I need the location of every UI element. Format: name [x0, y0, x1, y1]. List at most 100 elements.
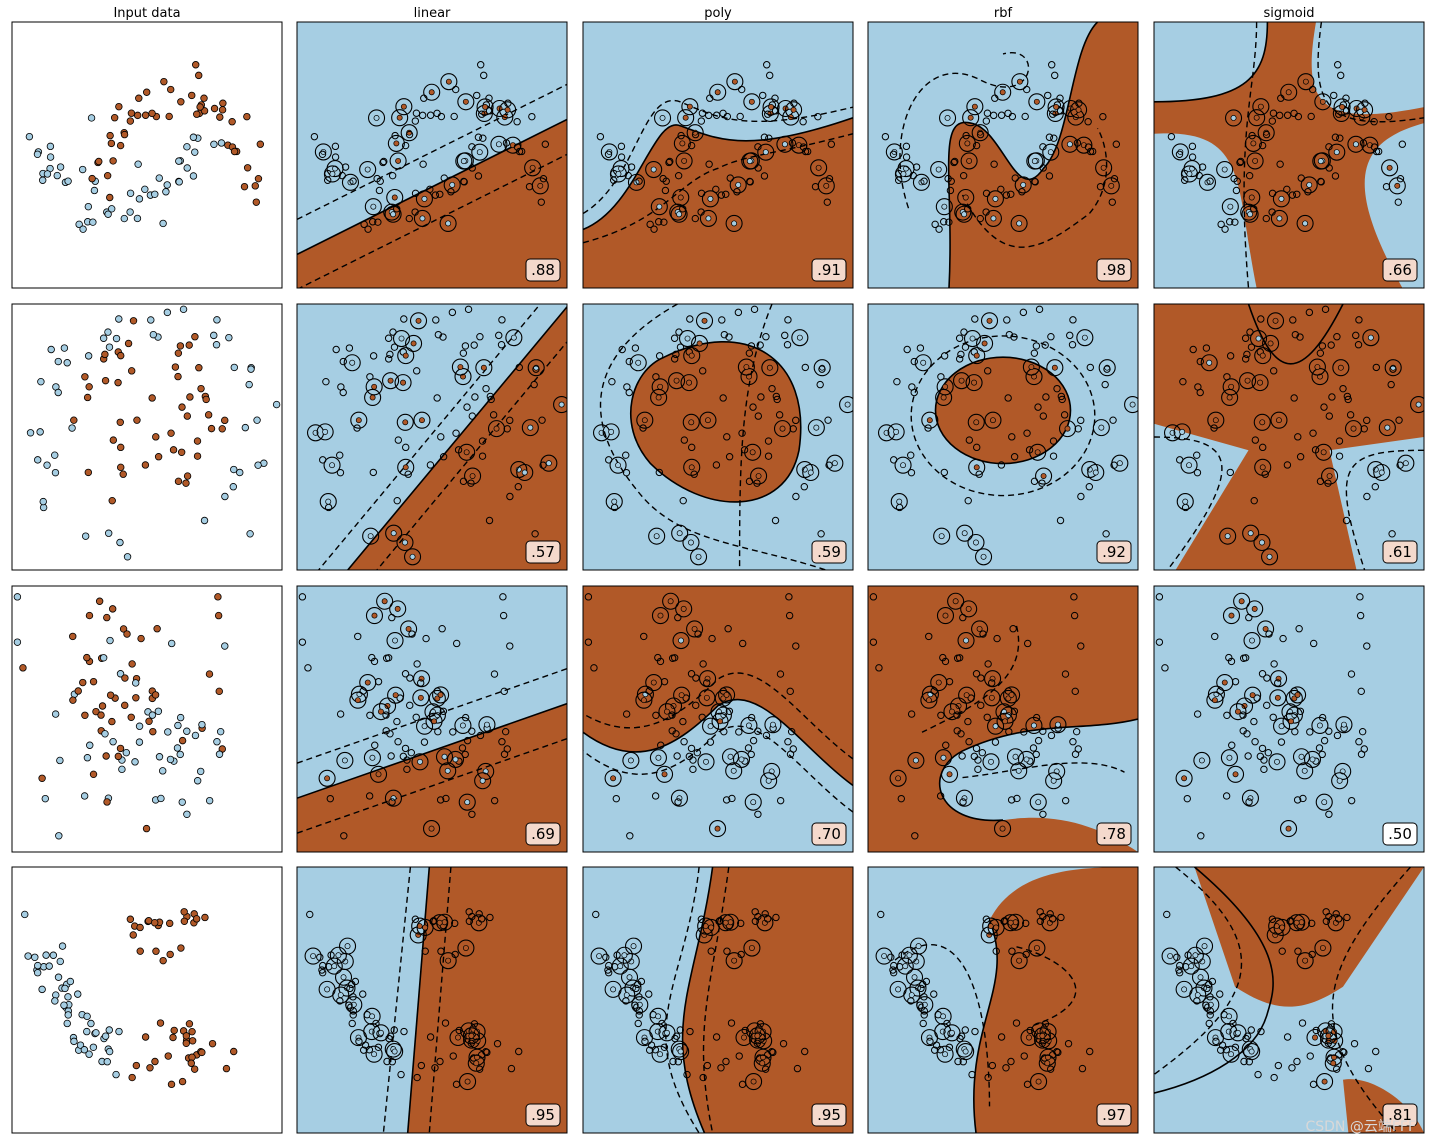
- support-vector: [1212, 417, 1219, 424]
- training-point: [426, 185, 434, 194]
- training-point: [983, 367, 992, 375]
- training-point: [322, 377, 330, 386]
- support-vector-ring: [1246, 600, 1264, 618]
- support-vector-ring: [425, 712, 443, 730]
- training-point: [1357, 687, 1365, 696]
- training-point: [1193, 451, 1201, 459]
- support-vector-ring: [957, 631, 975, 650]
- data-point: [149, 330, 158, 339]
- support-vector-ring: [1303, 750, 1322, 768]
- data-point: [247, 365, 255, 373]
- support-vector-ring: [1361, 136, 1379, 154]
- training-point: [875, 664, 883, 672]
- training-point: [756, 341, 764, 349]
- support-vector: [755, 473, 762, 480]
- support-vector-ring: [364, 198, 382, 216]
- training-point: [504, 99, 512, 107]
- data-point: [54, 973, 63, 981]
- training-point: [957, 1032, 966, 1040]
- support-vector-ring: [1226, 765, 1245, 783]
- support-vector: [398, 335, 405, 342]
- support-vector: [735, 181, 742, 188]
- support-vector-ring: [889, 980, 907, 998]
- training-point: [1203, 984, 1211, 993]
- training-point: [1226, 352, 1235, 360]
- training-point: [764, 437, 773, 445]
- chart-panel: .70: [582, 585, 854, 853]
- support-vector: [463, 449, 470, 456]
- score-label: .70: [817, 825, 841, 843]
- support-vector: [664, 708, 670, 715]
- support-vector: [790, 106, 797, 113]
- support-vector-ring: [459, 1073, 477, 1091]
- data-point: [133, 214, 142, 223]
- support-vector: [743, 364, 750, 370]
- support-vector: [691, 625, 698, 632]
- chart-panel: .97: [867, 866, 1139, 1134]
- training-point: [413, 1073, 421, 1082]
- support-vector: [1321, 799, 1328, 806]
- support-vector-ring: [790, 136, 808, 154]
- support-vector: [664, 1029, 670, 1036]
- support-vector: [529, 164, 536, 171]
- support-vector: [1319, 98, 1326, 105]
- support-vector-ring: [968, 347, 986, 365]
- data-point: [78, 165, 87, 174]
- training-point: [1069, 316, 1077, 324]
- panel-frame: [867, 21, 1139, 289]
- training-point: [1264, 748, 1273, 757]
- training-point: [1355, 738, 1363, 746]
- support-vector-ring: [1325, 1023, 1343, 1041]
- support-vector: [1179, 428, 1186, 435]
- training-point: [912, 163, 921, 171]
- support-vector-ring: [725, 214, 743, 232]
- training-point: [1358, 727, 1367, 736]
- training-point: [590, 664, 598, 672]
- support-vector-ring: [1328, 143, 1346, 161]
- data-point: [75, 220, 83, 229]
- support-vector-ring: [404, 548, 422, 566]
- training-point: [942, 741, 950, 749]
- training-point: [433, 394, 441, 402]
- panel-frame: [296, 21, 568, 289]
- support-vector: [1211, 697, 1218, 704]
- training-point: [1247, 1026, 1255, 1034]
- data-point: [66, 977, 75, 986]
- training-point: [1316, 349, 1325, 357]
- support-vector: [1108, 182, 1115, 189]
- training-point: [1004, 109, 1012, 118]
- chart-panel: .66: [1153, 21, 1425, 289]
- training-point: [971, 315, 979, 323]
- support-vector-ring: [649, 1007, 667, 1025]
- support-vector: [1247, 530, 1254, 537]
- training-point: [785, 593, 793, 601]
- data-point: [43, 170, 52, 178]
- support-vector-ring: [958, 686, 976, 704]
- support-vector: [610, 775, 617, 782]
- support-vector: [705, 215, 712, 222]
- training-point: [760, 133, 769, 141]
- support-vector: [329, 170, 336, 177]
- data-point: [219, 99, 227, 107]
- training-point: [693, 748, 702, 757]
- training-point: [1175, 150, 1184, 159]
- support-vector-ring: [363, 749, 381, 767]
- training-point: [683, 1070, 691, 1079]
- training-point: [939, 653, 947, 662]
- training-point: [1260, 765, 1268, 774]
- data-point: [114, 752, 123, 761]
- training-point: [679, 717, 687, 726]
- training-point: [1269, 367, 1278, 375]
- support-vector: [727, 753, 734, 760]
- training-point: [420, 738, 429, 746]
- support-vector: [705, 417, 711, 424]
- data-point: [112, 1070, 120, 1079]
- training-point: [426, 1033, 435, 1041]
- data-point: [176, 342, 185, 350]
- training-point: [1270, 1073, 1278, 1082]
- data-point: [182, 1039, 190, 1047]
- data-point: [151, 919, 159, 927]
- training-point: [1029, 744, 1038, 752]
- support-vector-ring: [1251, 374, 1269, 392]
- data-point: [38, 774, 46, 782]
